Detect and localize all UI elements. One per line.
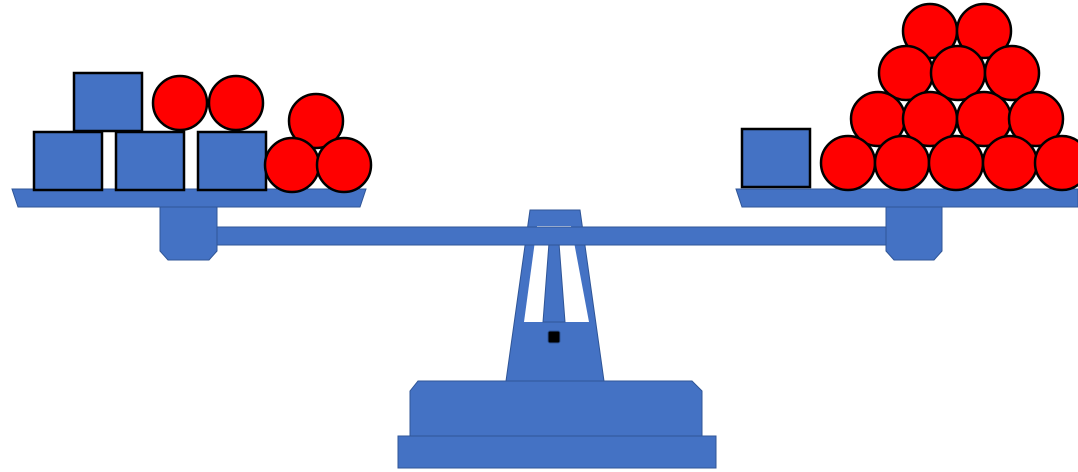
scale-base bbox=[397, 380, 717, 469]
pivot-dot bbox=[547, 330, 561, 344]
right-pan-hanger bbox=[885, 204, 943, 261]
right-ball-11 bbox=[873, 134, 931, 192]
left-cube-1 bbox=[72, 71, 144, 133]
right-ball-9 bbox=[1007, 90, 1065, 148]
left-pan-cubes bbox=[32, 71, 268, 192]
left-cube-3 bbox=[114, 130, 186, 192]
right-ball-5 bbox=[983, 44, 1041, 102]
base-top-block bbox=[409, 380, 703, 437]
left-cube-2 bbox=[32, 130, 104, 192]
balance-beam bbox=[211, 226, 895, 246]
right-pan-balls bbox=[819, 2, 1078, 192]
right-ball-2 bbox=[955, 2, 1013, 60]
left-ball-2 bbox=[207, 74, 265, 132]
left-ball-4 bbox=[263, 136, 321, 194]
left-pan-hanger bbox=[159, 204, 218, 261]
base-bottom-plate bbox=[397, 435, 717, 469]
left-pan-balls bbox=[151, 74, 373, 194]
right-cube-1 bbox=[740, 127, 812, 189]
left-pan-tray bbox=[11, 188, 367, 208]
right-pan-tray bbox=[735, 188, 1078, 208]
right-ball-12 bbox=[927, 134, 985, 192]
right-ball-14 bbox=[1033, 134, 1078, 192]
scale-pillar bbox=[505, 209, 605, 382]
left-cube-4 bbox=[196, 130, 268, 192]
left-ball-3 bbox=[287, 92, 345, 150]
left-ball-5 bbox=[315, 136, 373, 194]
right-pan-cubes bbox=[740, 127, 812, 189]
right-ball-13 bbox=[981, 134, 1039, 192]
right-ball-10 bbox=[819, 134, 877, 192]
left-ball-1 bbox=[151, 74, 209, 132]
